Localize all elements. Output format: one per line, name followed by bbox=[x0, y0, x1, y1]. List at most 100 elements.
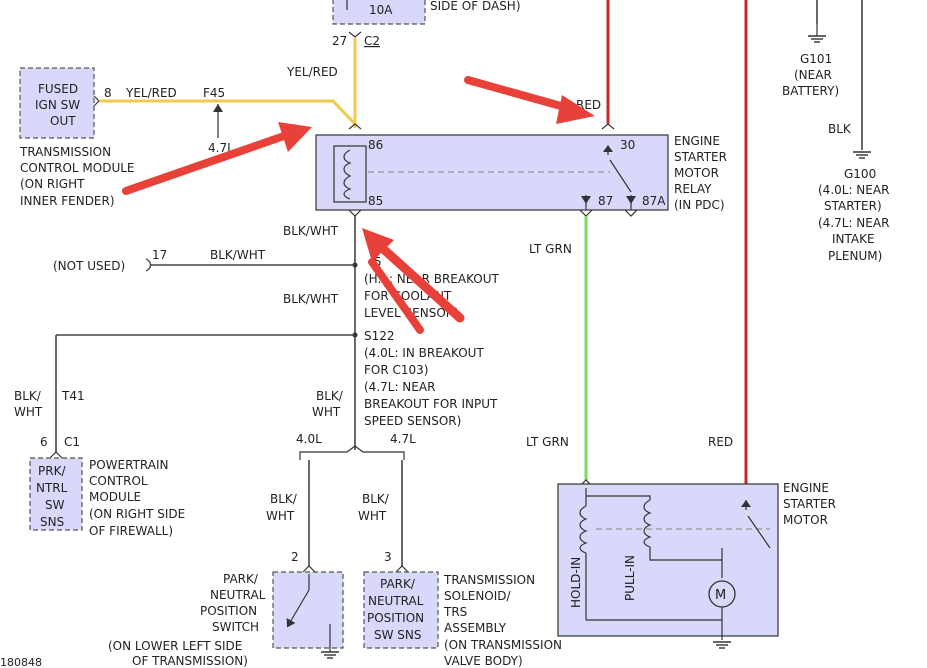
wire-yel-red-horizontal bbox=[100, 99, 357, 126]
annotation-arrow-relay-30 bbox=[464, 76, 595, 124]
g100-label-5: INTAKE bbox=[832, 232, 875, 246]
pnss-label-3: POSITION bbox=[367, 611, 424, 625]
trs-label-1: TRANSMISSION bbox=[443, 573, 535, 587]
relay-label-1: ENGINE bbox=[674, 134, 720, 148]
splice-a-label-1: 5 bbox=[374, 255, 382, 269]
c2-pin-label: 27 bbox=[332, 34, 347, 48]
pcm-label-1: POWERTRAIN bbox=[89, 458, 169, 472]
relay-label-5: (IN PDC) bbox=[674, 198, 725, 212]
not-used-label: (NOT USED) bbox=[53, 259, 125, 273]
splice-a-label-2: (H...: NEAR BREAKOUT bbox=[364, 272, 500, 286]
pnps-ground-symbol bbox=[320, 651, 340, 659]
pnss-label-4: SW SNS bbox=[374, 628, 422, 642]
prk-label-2: NTRL bbox=[36, 481, 68, 495]
wire-label-yel-red-horizontal: YEL/RED bbox=[125, 86, 177, 100]
c2-connector-label: C2 bbox=[364, 34, 380, 48]
option-4.7l-label: 4.7L bbox=[390, 432, 416, 446]
pin-8-label: 8 bbox=[104, 86, 112, 100]
wire-label-blk-wht-b1-1: BLK/ bbox=[270, 492, 298, 506]
relay-label-3: MOTOR bbox=[674, 166, 719, 180]
starter-label-3: MOTOR bbox=[783, 513, 828, 527]
f45-label: F45 bbox=[203, 86, 225, 100]
relay-pin-86: 86 bbox=[368, 138, 383, 152]
pnps-label-2: NEUTRAL bbox=[210, 588, 266, 602]
pnss-label-1: PARK/ bbox=[380, 577, 416, 591]
g100-label-4: (4.7L: NEAR bbox=[818, 216, 889, 230]
starter-label-1: ENGINE bbox=[783, 481, 829, 495]
trs-label-4: ASSEMBLY bbox=[444, 621, 507, 635]
tcm-label-4: INNER FENDER) bbox=[20, 194, 115, 208]
wire-label-blk-wht-b2-1: BLK/ bbox=[362, 492, 390, 506]
ground-g100-symbol bbox=[852, 151, 872, 159]
s122-label-1: S122 bbox=[364, 329, 395, 343]
wire-label-blk-wht-mid-2: WHT bbox=[312, 405, 341, 419]
annotation-arrow-relay-86 bbox=[122, 122, 312, 195]
trs-label-3: TRS bbox=[443, 605, 467, 619]
pnps-label-6: OF TRANSMISSION) bbox=[132, 654, 248, 668]
pcm-prk-ntrl-sw-sns-box bbox=[29, 457, 83, 531]
relay-pin-30: 30 bbox=[620, 138, 635, 152]
hold-in-label: HOLD-IN bbox=[569, 557, 583, 608]
pnss-label-2: NEUTRAL bbox=[368, 594, 424, 608]
prk-label-3: SW bbox=[45, 498, 65, 512]
option-4.0l-label: 4.0L bbox=[296, 432, 322, 446]
wire-label-blk-wht-b1-2: WHT bbox=[266, 509, 295, 523]
ground-g101-symbol bbox=[807, 35, 827, 43]
pcm-label-3: MODULE bbox=[89, 490, 141, 504]
tcm-label-1: TRANSMISSION bbox=[19, 145, 111, 159]
wire-label-blk-wht-left-1: BLK/ bbox=[14, 389, 42, 403]
g100-label-1: G100 bbox=[844, 167, 876, 181]
pcm-label-2: CONTROL bbox=[89, 474, 148, 488]
pnps-label-3: POSITION bbox=[200, 604, 257, 618]
fuse-amp-label: 10A bbox=[369, 3, 393, 17]
s122-label-6: SPEED SENSOR) bbox=[364, 414, 461, 428]
annotation-arrow-relay-85 bbox=[362, 228, 465, 323]
tcm-label-3: (ON RIGHT bbox=[20, 177, 85, 191]
s122-label-2: (4.0L: IN BREAKOUT bbox=[364, 346, 484, 360]
wire-label-blk-wht-h: BLK/WHT bbox=[210, 248, 266, 262]
motor-m-label: M bbox=[715, 588, 726, 603]
g101-label-3: BATTERY) bbox=[782, 84, 839, 98]
g101-label-1: G101 bbox=[800, 52, 832, 66]
annotation-arrow-relay-85-alt bbox=[368, 258, 424, 334]
pcm-label-5: OF FIREWALL) bbox=[89, 524, 173, 538]
park-neutral-position-switch-box bbox=[272, 571, 344, 649]
wire-label-blk-wht-2: BLK/WHT bbox=[283, 292, 339, 306]
wire-label-blk-wht-left-2: WHT bbox=[14, 405, 43, 419]
relay-label-2: STARTER bbox=[674, 150, 727, 164]
fused-ign-label-3: OUT bbox=[50, 114, 76, 128]
relay-pin-87a: 87A bbox=[642, 194, 666, 208]
relay-pin-87: 87 bbox=[598, 194, 613, 208]
trs-label-6: VALVE BODY) bbox=[444, 654, 523, 668]
pin-6-label: 6 bbox=[40, 435, 48, 449]
c1-label: C1 bbox=[64, 435, 80, 449]
fused-ign-sw-out-box bbox=[19, 67, 95, 139]
trs-label-2: SOLENOID/ bbox=[444, 589, 512, 603]
tcm-label-2: CONTROL MODULE bbox=[20, 161, 135, 175]
starter-label-2: STARTER bbox=[783, 497, 836, 511]
park-neutral-position-sw-sns-box bbox=[363, 571, 439, 649]
pin-17-label: 17 bbox=[152, 248, 167, 262]
wire-label-blk-wht-mid-1: BLK/ bbox=[316, 389, 344, 403]
fuse-box bbox=[332, 0, 426, 25]
wire-label-blk-wht-1: BLK/WHT bbox=[283, 224, 339, 238]
wire-label-blk: BLK bbox=[828, 122, 852, 136]
wire-label-red-bottom: RED bbox=[708, 435, 733, 449]
fused-ign-label-2: IGN SW bbox=[35, 98, 80, 112]
relay-pin-85: 85 bbox=[368, 194, 383, 208]
fused-ign-label-1: FUSED bbox=[38, 82, 78, 96]
pcm-label-4: (ON RIGHT SIDE bbox=[89, 507, 185, 521]
fuse-note-label: SIDE OF DASH) bbox=[430, 0, 521, 13]
g100-label-6: PLENUM) bbox=[828, 249, 882, 263]
starter-ground-symbol bbox=[712, 641, 732, 649]
s122-label-4: (4.7L: NEAR bbox=[364, 380, 435, 394]
wire-label-yel-red-vertical: YEL/RED bbox=[286, 65, 338, 79]
prk-label-1: PRK/ bbox=[38, 464, 66, 478]
g101-label-2: (NEAR bbox=[794, 68, 832, 82]
s122-label-3: FOR C103) bbox=[364, 363, 428, 377]
s122-label-5: BREAKOUT FOR INPUT bbox=[364, 397, 498, 411]
wire-label-blk-wht-b2-2: WHT bbox=[358, 509, 387, 523]
pnps-label-5: (ON LOWER LEFT SIDE bbox=[108, 639, 242, 653]
pin-2-label: 2 bbox=[291, 550, 299, 564]
